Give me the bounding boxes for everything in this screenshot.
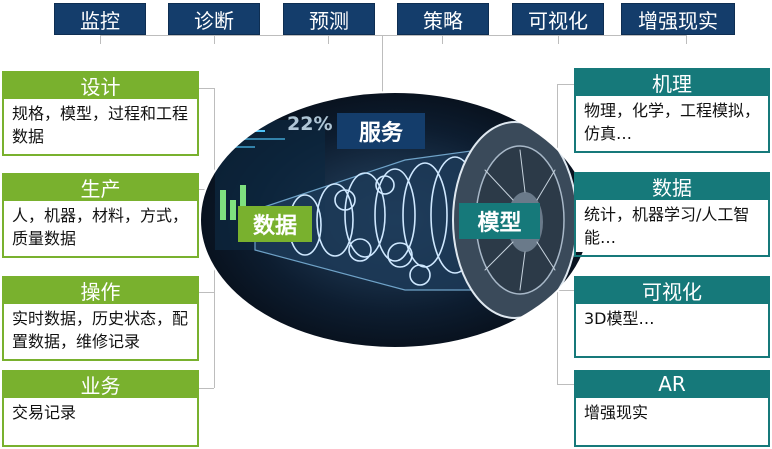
- top-connector-bar: [100, 35, 686, 36]
- top-connector-drop: [382, 36, 383, 126]
- tab-connector-1: [100, 35, 101, 44]
- tab-connector-3: [328, 35, 329, 44]
- card-design-title: 设计: [4, 71, 197, 99]
- card-mechanism: 机理 物理，化学，工程模拟，仿真…: [574, 68, 770, 153]
- tab-connector-2: [214, 35, 215, 44]
- card-design: 设计 规格，模型，过程和工程数据: [2, 71, 199, 156]
- card-visualization-text: 3D模型…: [576, 304, 768, 333]
- card-ar-text: 增强现实: [576, 398, 768, 427]
- tab-augmented-reality[interactable]: 增强现实: [621, 3, 735, 35]
- tab-connector-5: [558, 35, 559, 44]
- screen-percent-readout: 22%: [287, 113, 333, 135]
- card-mechanism-text: 物理，化学，工程模拟，仿真…: [576, 96, 768, 148]
- service-label: 服务: [337, 113, 425, 149]
- card-ar: AR 增强现实: [574, 370, 770, 447]
- card-operation: 操作 实时数据，历史状态，配置数据，维修记录: [2, 276, 199, 361]
- left-bracket-tick-1: [199, 88, 214, 89]
- tab-connector-4: [442, 35, 443, 44]
- right-bracket-tick-1: [557, 84, 574, 85]
- card-data-text: 统计，机器学习/人工智能…: [576, 200, 768, 252]
- left-bracket-tick-3: [199, 292, 214, 293]
- tab-connector-6: [686, 35, 687, 44]
- card-production: 生产 人，机器，材料，方式，质量数据: [2, 173, 199, 258]
- card-data-title: 数据: [576, 172, 768, 200]
- card-operation-title: 操作: [4, 276, 197, 304]
- card-visualization: 可视化 3D模型…: [574, 276, 770, 358]
- card-data: 数据 统计，机器学习/人工智能…: [574, 172, 770, 257]
- card-ar-title: AR: [576, 370, 768, 398]
- right-bracket-tick-4: [557, 384, 574, 385]
- card-production-title: 生产: [4, 173, 197, 201]
- card-production-text: 人，机器，材料，方式，质量数据: [4, 201, 197, 253]
- left-bracket-tick-4: [199, 388, 214, 389]
- card-business-title: 业务: [4, 370, 197, 398]
- card-operation-text: 实时数据，历史状态，配置数据，维修记录: [4, 304, 197, 356]
- card-mechanism-title: 机理: [576, 68, 768, 96]
- card-business-text: 交易记录: [4, 398, 197, 427]
- tab-monitor[interactable]: 监控: [54, 3, 146, 35]
- tab-visualization[interactable]: 可视化: [512, 3, 604, 35]
- engine-illustration: [199, 91, 591, 349]
- tab-strategy[interactable]: 策略: [397, 3, 489, 35]
- right-bracket-tick-3: [557, 290, 574, 291]
- card-design-text: 规格，模型，过程和工程数据: [4, 99, 197, 151]
- tab-diagnose[interactable]: 诊断: [168, 3, 260, 35]
- card-visualization-title: 可视化: [576, 276, 768, 304]
- data-label: 数据: [238, 206, 312, 242]
- tab-predict[interactable]: 预测: [283, 3, 375, 35]
- card-business: 业务 交易记录: [2, 370, 199, 447]
- model-label: 模型: [459, 203, 540, 239]
